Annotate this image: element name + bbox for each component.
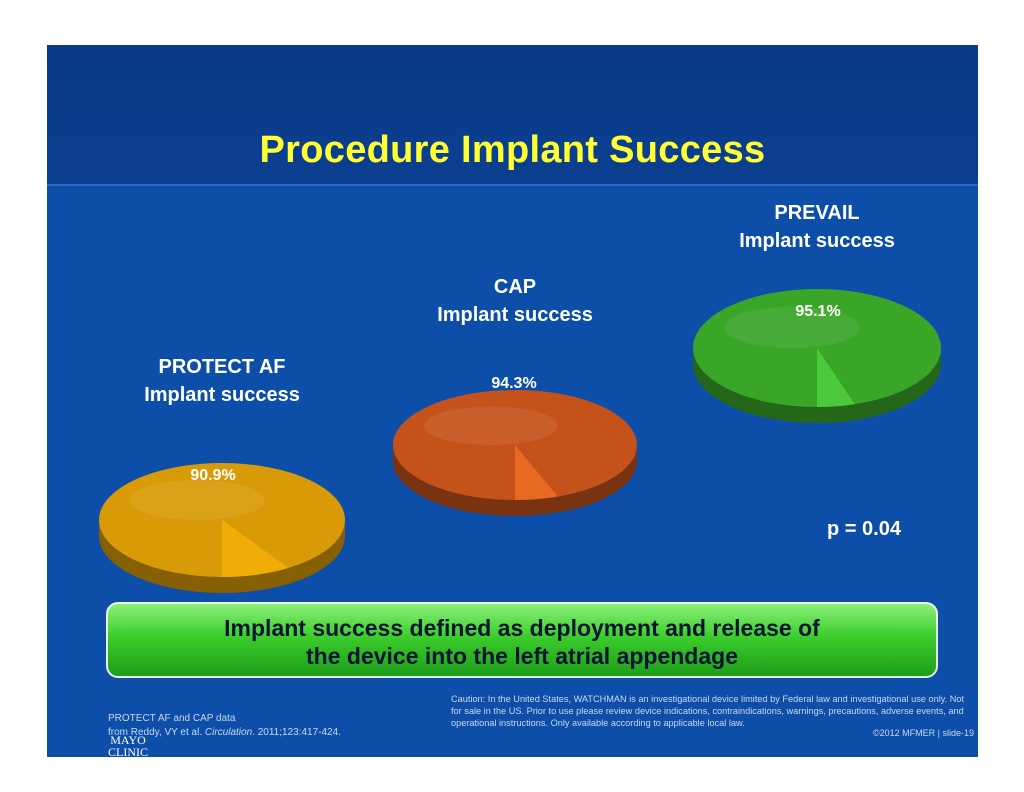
definition-line1: Implant success defined as deployment an…	[224, 615, 820, 641]
definition-box: Implant success defined as deployment an…	[106, 602, 938, 678]
pie-side	[693, 348, 941, 423]
pie-data-label: 94.3%	[491, 375, 536, 392]
source-line2: from Reddy, VY et al. Circulation. 2011;…	[108, 727, 341, 738]
pie-cap: 94.3%	[393, 375, 637, 516]
pie-highlight	[129, 480, 266, 520]
pie-label-line2: Implant success	[144, 384, 300, 406]
pie-label-line2: Implant success	[437, 304, 593, 326]
header-band	[47, 45, 978, 186]
pie-side	[393, 445, 637, 516]
source-citation: PROTECT AF and CAP data from Reddy, VY e…	[108, 712, 341, 740]
p-value: p = 0.04	[827, 518, 901, 540]
pie-label-line2: Implant success	[739, 230, 895, 252]
pie-highlight	[423, 406, 558, 445]
pie-label-cap: CAP Implant success	[410, 273, 620, 329]
copyright: ©2012 MFMER | slide-19	[872, 728, 974, 738]
mayo-clinic-logo: MAYO CLINIC	[107, 734, 149, 757]
pie-data-label: 90.9%	[190, 467, 235, 484]
definition-line2: the device into the left atrial appendag…	[306, 643, 738, 669]
pie-prevail: 95.1%	[693, 289, 941, 423]
source-line1: PROTECT AF and CAP data	[108, 713, 236, 724]
pie-label-line1: PREVAIL	[774, 202, 860, 224]
pie-data-label: 95.1%	[795, 303, 840, 320]
slide: Procedure Implant Success 90.9% 94.3% 95…	[47, 45, 978, 757]
pie-slice-remainder	[222, 520, 289, 577]
pie-label-protect-af: PROTECT AF Implant success	[117, 353, 327, 409]
slide-title: Procedure Implant Success	[259, 129, 766, 171]
pie-slice-remainder	[515, 445, 558, 500]
caution-note: Caution: In the United States, WATCHMAN …	[451, 694, 965, 728]
pie-highlight	[724, 306, 861, 348]
pie-side	[99, 520, 345, 593]
pie-charts: 90.9% 94.3% 95.1%	[99, 289, 941, 593]
pie-label-prevail: PREVAIL Implant success	[712, 199, 922, 255]
pie-slice-remainder	[817, 348, 855, 407]
pie-label-line1: PROTECT AF	[158, 356, 286, 378]
pie-protect-af: 90.9%	[99, 463, 345, 593]
pie-label-line1: CAP	[493, 276, 537, 298]
